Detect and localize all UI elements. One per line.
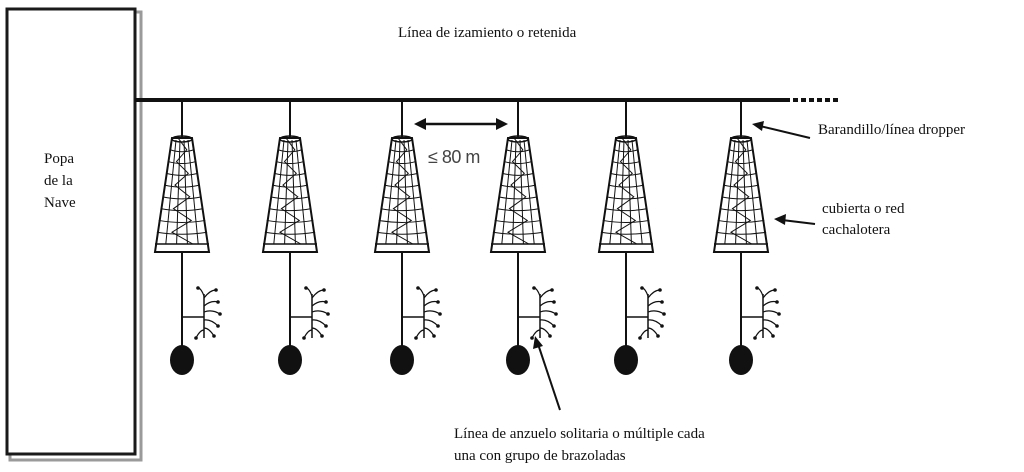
stern-frame (5, 7, 137, 456)
depredation-net (373, 135, 431, 253)
weight (170, 345, 194, 375)
depredation-net (153, 135, 211, 253)
stern-label-line1: Popa (44, 151, 74, 167)
spacing-label: ≤ 80 m (428, 147, 480, 167)
hauling-line-label: Línea de izamiento o retenida (398, 25, 577, 41)
branch-lines (518, 286, 558, 340)
longline-unit (712, 102, 781, 375)
weight (506, 345, 530, 375)
branch-lines (182, 286, 222, 340)
weight (390, 345, 414, 375)
dropper-pointer-arrow (752, 121, 811, 139)
longline-unit (153, 102, 222, 375)
branch-lines (290, 286, 330, 340)
cover-pointer-arrow (774, 214, 816, 225)
longline-unit (597, 102, 666, 375)
hookline-label-line2: una con grupo de brazoladas (454, 448, 626, 464)
hookline-pointer-arrow (533, 336, 561, 411)
hookline-label-line1: Línea de anzuelo solitaria o múltiple ca… (454, 426, 705, 442)
dropper-label: Barandillo/línea dropper (818, 122, 966, 138)
depredation-net (712, 135, 770, 253)
weight (729, 345, 753, 375)
vessel-stern (5, 7, 143, 462)
depredation-net (597, 135, 655, 253)
longline-unit (261, 102, 330, 375)
stern-label-line2: de la (44, 173, 73, 189)
weight (614, 345, 638, 375)
branch-lines (626, 286, 666, 340)
depredation-net (261, 135, 319, 253)
longline-unit (373, 102, 442, 375)
longline-unit (489, 102, 558, 375)
weight (278, 345, 302, 375)
branch-lines (402, 286, 442, 340)
stern-label-line3: Nave (44, 195, 76, 211)
cover-label-line1: cubierta o red (822, 201, 905, 217)
spacing-arrow (414, 118, 508, 130)
depredation-net (489, 135, 547, 253)
cover-label-line2: cachalotera (822, 222, 891, 238)
branch-lines (741, 286, 781, 340)
longline-units (153, 102, 781, 375)
